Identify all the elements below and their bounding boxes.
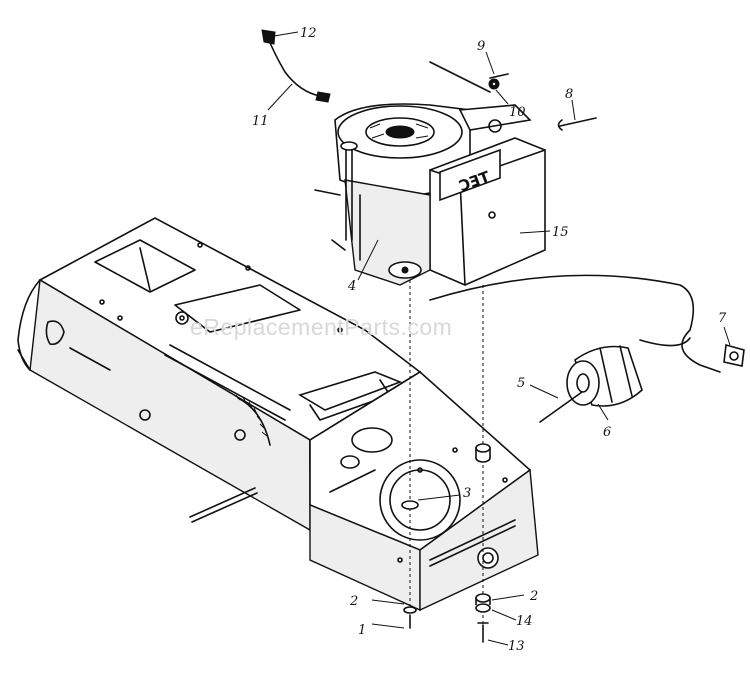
engine: TEC bbox=[314, 103, 546, 286]
callout-14: 14 bbox=[516, 614, 533, 629]
leader-lines bbox=[267, 31, 731, 646]
callout-6: 6 bbox=[603, 425, 611, 440]
callout-10: 10 bbox=[509, 105, 526, 120]
callout-2-left: 2 bbox=[349, 594, 358, 609]
fasteners bbox=[401, 443, 491, 643]
callout-3: 3 bbox=[463, 486, 471, 501]
callout-12: 12 bbox=[300, 26, 317, 41]
callout-4: 4 bbox=[347, 279, 356, 294]
throttle-cable bbox=[261, 29, 331, 103]
watermark: eReplacementParts.com bbox=[190, 314, 452, 340]
callout-9: 9 bbox=[477, 39, 485, 54]
hardware-top bbox=[429, 61, 597, 131]
mount-guide-lines bbox=[409, 280, 484, 640]
callout-5: 5 bbox=[517, 376, 525, 391]
callout-labels: 1 2 2 3 4 5 6 7 8 9 10 11 12 13 14 15 bbox=[252, 26, 727, 654]
callout-1: 1 bbox=[358, 623, 366, 638]
callout-13: 13 bbox=[508, 639, 525, 654]
pulley-assembly bbox=[429, 274, 745, 423]
callout-2-right: 2 bbox=[529, 589, 538, 604]
callout-11: 11 bbox=[252, 114, 269, 129]
callout-7: 7 bbox=[718, 311, 727, 326]
callout-8: 8 bbox=[565, 87, 573, 102]
callout-15: 15 bbox=[552, 225, 569, 240]
engine-mount-plate bbox=[309, 371, 539, 612]
